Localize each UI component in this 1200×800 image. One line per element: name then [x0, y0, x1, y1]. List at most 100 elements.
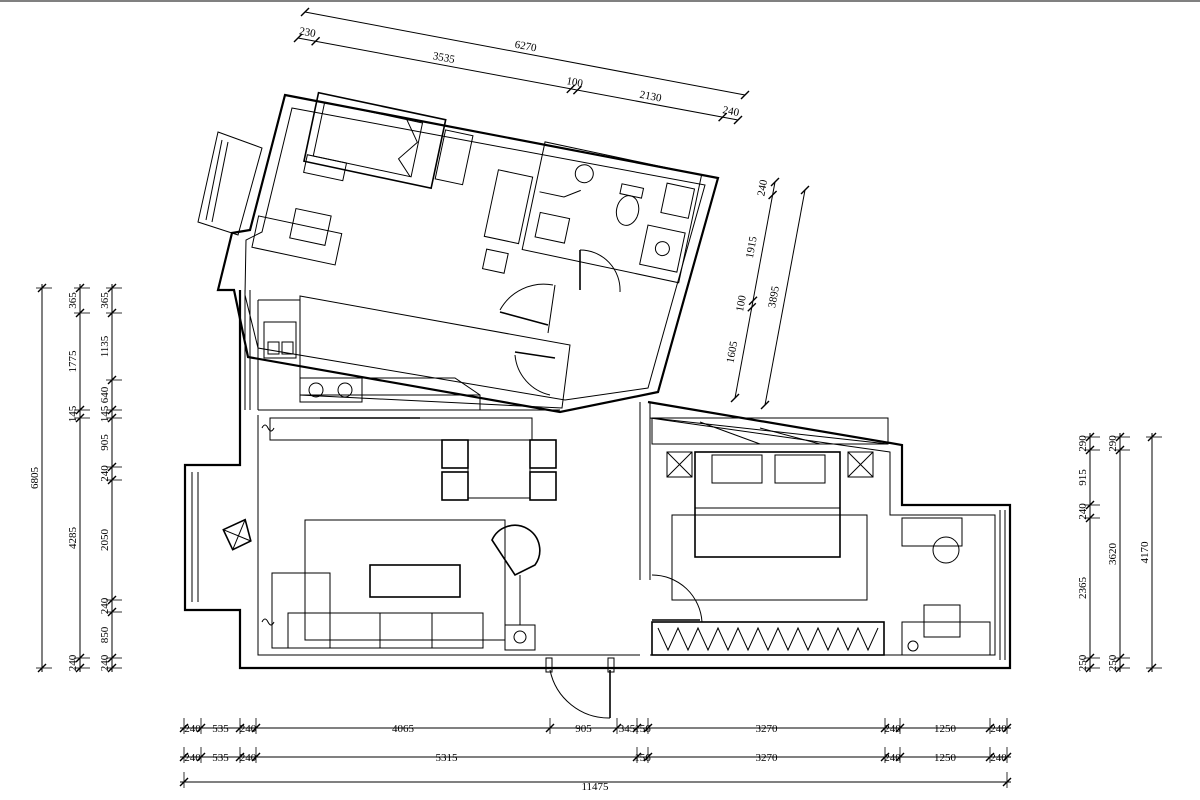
dim-tick	[107, 405, 117, 415]
bay-cabinet	[901, 621, 991, 656]
dim-label: 240	[1077, 503, 1089, 520]
dim-tick	[632, 752, 642, 762]
upper-sofa	[483, 169, 534, 245]
dim-label: 2050	[99, 529, 111, 552]
dim-tick	[75, 308, 85, 318]
dim-line	[764, 189, 806, 406]
kitchen-door-swing	[514, 354, 551, 396]
upper-nightstand	[434, 129, 474, 186]
dim-tick	[880, 752, 890, 762]
dim-tick	[107, 653, 117, 663]
upper-balcony	[197, 131, 263, 236]
dim-tick	[985, 752, 995, 762]
dim-tick	[235, 723, 245, 733]
dim-tick	[179, 777, 189, 787]
dim-label: 345	[619, 723, 636, 735]
toilet	[615, 195, 640, 226]
dim-label: 290	[1077, 435, 1089, 452]
bath-cabinet	[660, 182, 696, 219]
dim-label: 6805	[29, 467, 41, 490]
dim-label: 240	[884, 723, 901, 735]
master-bedroom	[651, 417, 991, 656]
dim-label: 240	[184, 752, 201, 764]
dim-tick	[1002, 752, 1012, 762]
dim-tick	[800, 185, 810, 195]
dim-tick	[300, 7, 310, 17]
kitchen-sink	[263, 321, 297, 359]
pillow-1	[711, 454, 763, 484]
living-inner-wall	[257, 415, 640, 656]
lower-block-outer-wall	[183, 290, 1012, 670]
entry-jamb-left	[545, 657, 553, 673]
pillow-2	[774, 454, 826, 484]
dim-tick	[748, 296, 758, 306]
upper-balcony-rail-2	[211, 141, 229, 223]
nightstand-right	[847, 451, 874, 478]
bay-stool	[932, 536, 960, 564]
dim-label: 3535	[432, 50, 456, 66]
coffee-table	[369, 564, 461, 598]
basin-bowl	[654, 241, 670, 257]
dim-label: 156	[634, 723, 651, 735]
dim-tick	[107, 283, 117, 293]
dim-tick	[179, 752, 189, 762]
dim-label: 1135	[99, 335, 111, 357]
dim-label: 1250	[934, 723, 957, 735]
dim-tick	[75, 413, 85, 423]
dim-label: 240	[67, 654, 79, 671]
kitchen-bar-counter	[269, 417, 533, 441]
upper-bed-fold	[397, 119, 418, 177]
toilet-tank	[619, 183, 645, 199]
dim-label: 4170	[1139, 541, 1151, 564]
balcony-chair-diag-1	[223, 529, 252, 542]
dim-tick	[1085, 500, 1095, 510]
dim-tick	[1147, 432, 1157, 442]
dim-tick	[1085, 653, 1095, 663]
dim-tick	[733, 115, 743, 125]
dim-label: 100	[565, 75, 584, 90]
dim-label: 365	[67, 292, 79, 309]
dim-tick	[75, 405, 85, 415]
dim-tick	[1002, 723, 1012, 733]
bedroom-rug	[671, 514, 868, 601]
dim-tick	[768, 190, 778, 200]
kitchen-fixtures	[263, 321, 533, 441]
dim-label: 535	[212, 752, 229, 764]
dim-tick	[1115, 663, 1125, 673]
dim-label: 850	[99, 626, 111, 643]
dim-tick	[1085, 432, 1095, 442]
dim-tick	[37, 663, 47, 673]
dim-tick	[895, 752, 905, 762]
bathroom-door-swing	[579, 249, 621, 293]
dim-label: 156	[634, 752, 651, 764]
kitchen-door-jamb	[547, 284, 556, 334]
dim-tick	[75, 653, 85, 663]
dim-label: 240	[722, 104, 741, 119]
dim-tick	[747, 302, 757, 312]
dim-label: 6270	[514, 39, 538, 55]
upper-balcony-rail-1	[205, 139, 223, 221]
nightstand-right-x2	[847, 451, 874, 478]
bathroom-walls	[521, 141, 703, 284]
dim-line	[304, 11, 746, 96]
dim-tick	[1085, 445, 1095, 455]
upper-room-door-swing	[499, 283, 554, 311]
bay-desk	[901, 517, 963, 547]
dim-label: 240	[99, 465, 111, 482]
dim-tick	[1002, 777, 1012, 787]
dim-tick	[107, 375, 117, 385]
dim-label: 240	[755, 178, 770, 197]
dim-tick	[107, 475, 117, 485]
dim-tick	[880, 723, 890, 733]
dim-label: 365	[99, 292, 111, 309]
upper-bed-mattress	[312, 101, 424, 178]
dim-label: 1775	[67, 350, 79, 373]
dim-tick	[293, 33, 303, 43]
dim-label: 2130	[639, 89, 663, 105]
upper-side-table	[481, 248, 509, 274]
dim-tick	[643, 723, 653, 733]
wardrobe-top-x3	[759, 427, 821, 445]
dim-tick	[740, 90, 750, 100]
upper-room-furniture	[251, 91, 534, 274]
